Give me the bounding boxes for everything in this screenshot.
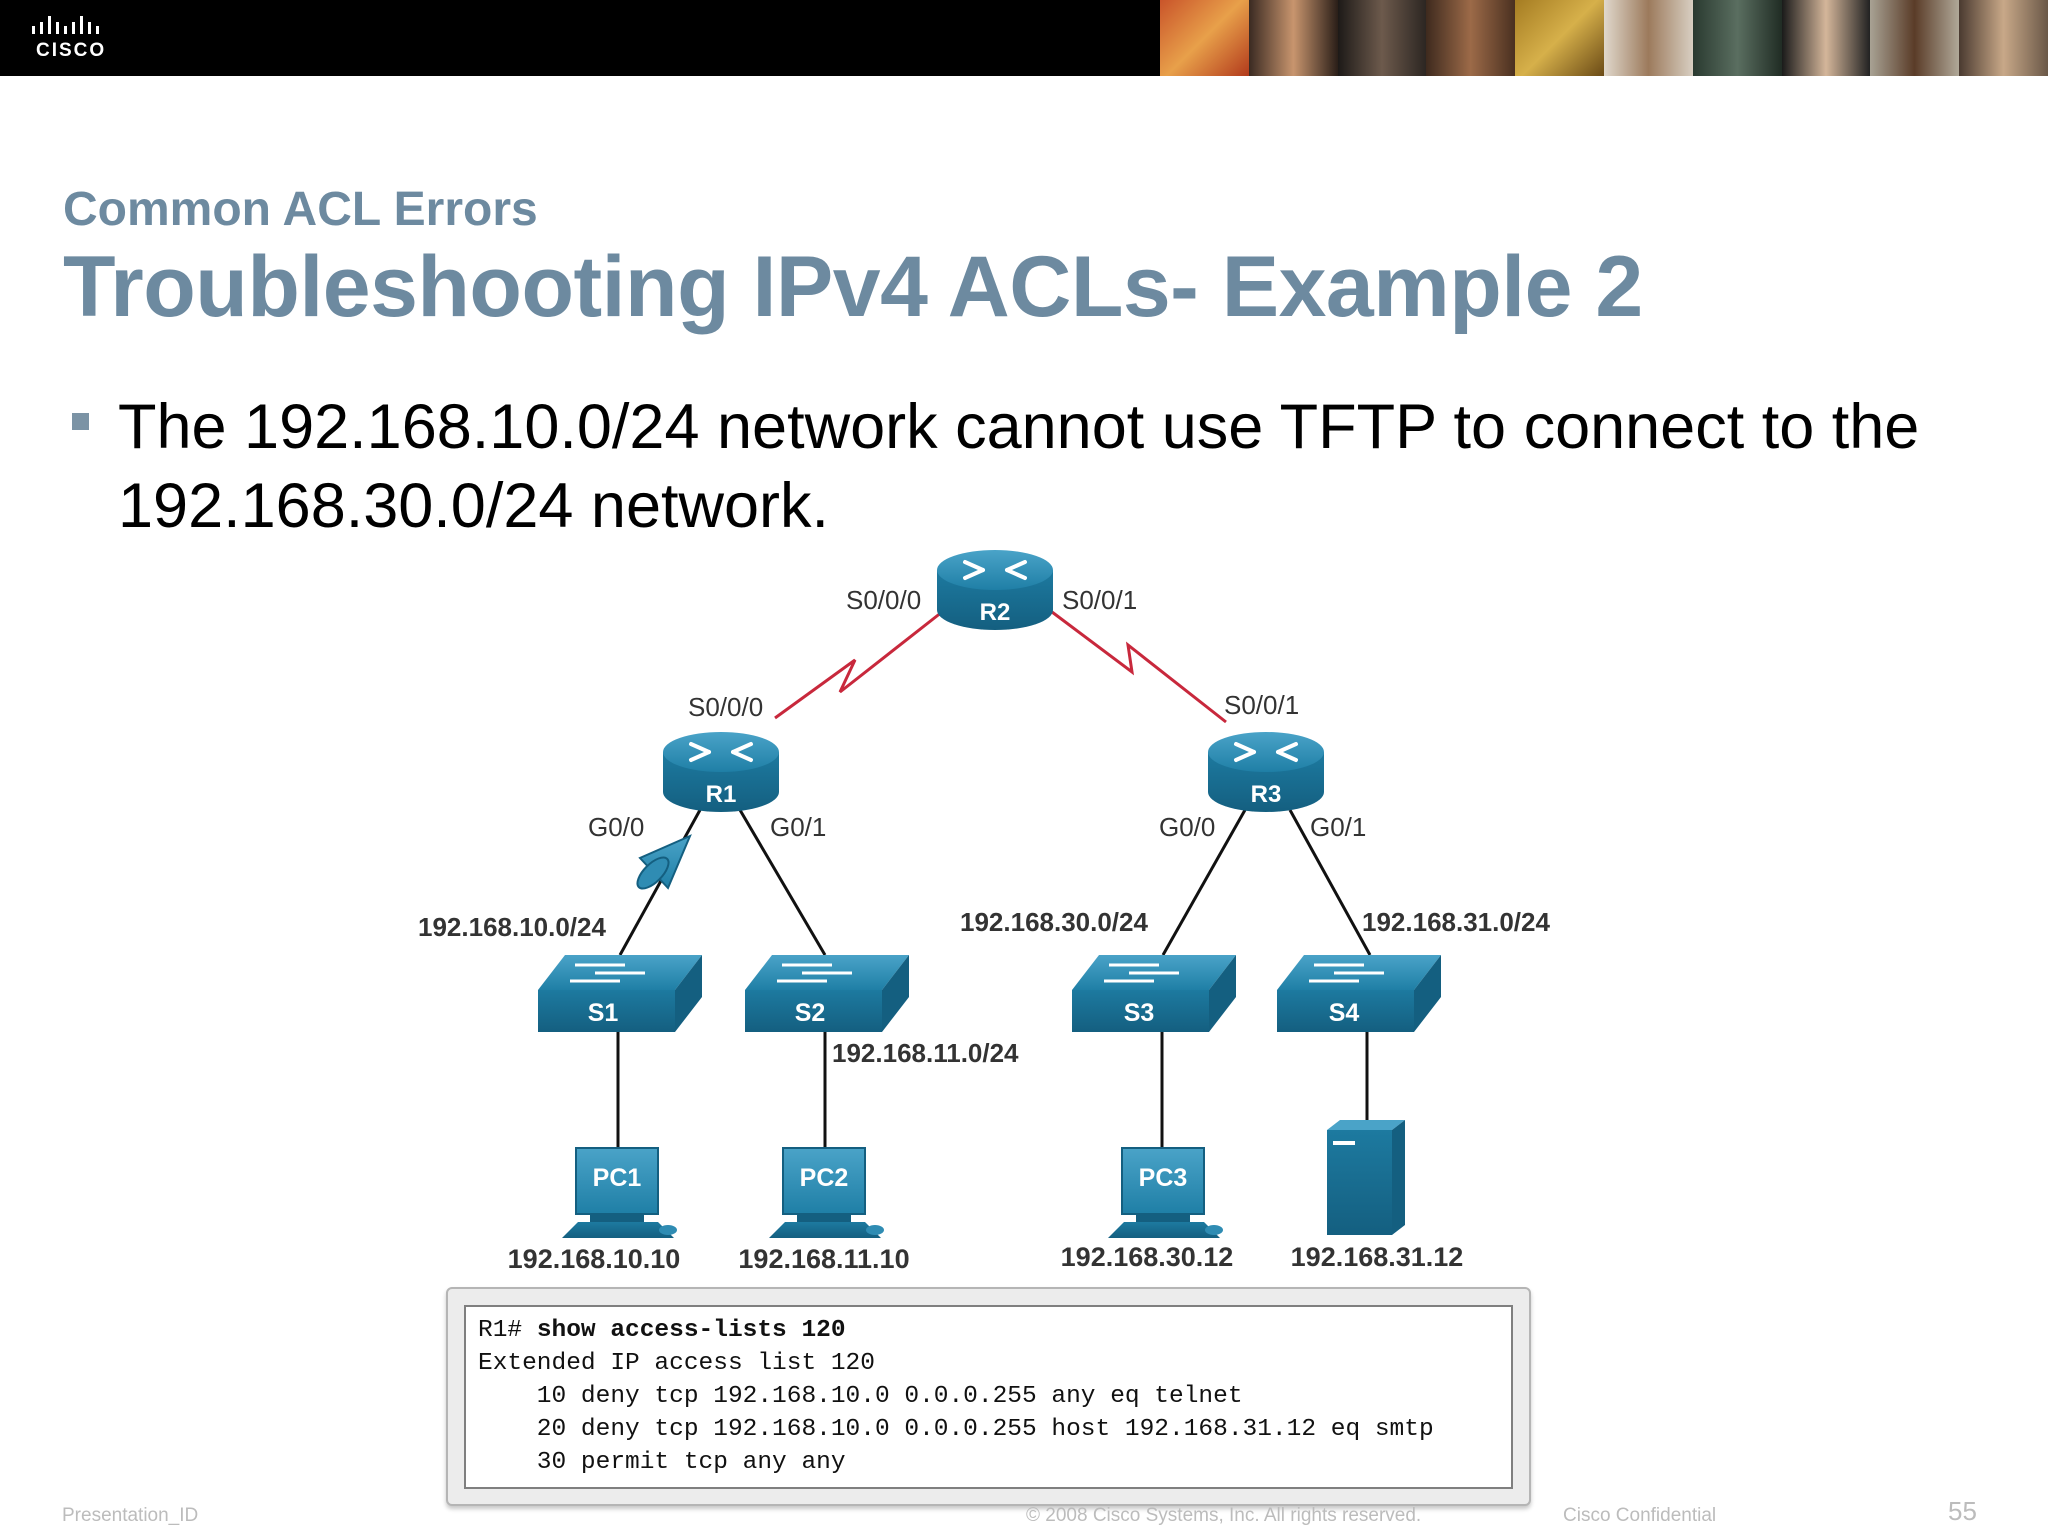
- switch-s1-label: S1: [588, 999, 619, 1027]
- r3-s001-label: S0/0/1: [1224, 690, 1299, 720]
- r1-g01-label: G0/1: [770, 812, 826, 842]
- server-ip-label: 192.168.31.12: [1291, 1242, 1464, 1272]
- router-r1-icon: [663, 732, 779, 812]
- pc3-label: PC3: [1139, 1164, 1188, 1192]
- acl-command-line: R1# show access-lists 120: [478, 1317, 846, 1344]
- server-icon: [1327, 1120, 1405, 1235]
- photo-strip: [1160, 0, 2048, 76]
- r2-s001-label: S0/0/1: [1062, 585, 1137, 615]
- network-label-11: 192.168.11.0/24: [832, 1038, 1019, 1068]
- pc1-ip-label: 192.168.10.10: [508, 1244, 681, 1274]
- footer-presentation-id: Presentation_ID: [62, 1505, 199, 1526]
- router-r2-label: R2: [980, 599, 1011, 626]
- photo-person: [1337, 0, 1427, 76]
- pc2-ip-label: 192.168.11.10: [738, 1244, 909, 1274]
- router-r3-label: R3: [1251, 781, 1282, 808]
- pc1-label: PC1: [593, 1164, 642, 1192]
- bullet-square-icon: [72, 413, 89, 430]
- r3-g01-label: G0/1: [1310, 812, 1366, 842]
- pc2-icon: [769, 1147, 884, 1238]
- serial-link-r2-r3: [1051, 610, 1227, 724]
- router-r1-label: R1: [706, 781, 737, 808]
- switch-s2-label: S2: [795, 999, 826, 1027]
- pc2-label: PC2: [800, 1164, 849, 1192]
- bullet-text: The 192.168.10.0/24 network cannot use T…: [118, 392, 1920, 541]
- pc3-ip-label: 192.168.30.12: [1061, 1242, 1234, 1272]
- acl-output-panel: R1# show access-lists 120 Extended IP ac…: [446, 1287, 1531, 1506]
- switch-s3-icon: [1072, 955, 1236, 1032]
- photo-person: [1426, 0, 1516, 76]
- switch-s2-icon: [745, 955, 909, 1032]
- acl-output-inner: R1# show access-lists 120 Extended IP ac…: [464, 1305, 1513, 1489]
- acl-command: show access-lists 120: [536, 1317, 846, 1344]
- acl-prompt: R1#: [478, 1317, 537, 1344]
- switch-s4-label: S4: [1329, 999, 1360, 1027]
- acl-line: Extended IP access list 120: [478, 1350, 875, 1377]
- switch-s4-icon: [1277, 955, 1441, 1032]
- network-label-30: 192.168.30.0/24: [960, 907, 1148, 937]
- link-r1-s2: [738, 809, 827, 956]
- network-label-31: 192.168.31.0/24: [1362, 907, 1550, 937]
- r2-s000-label: S0/0/0: [846, 585, 921, 615]
- switch-s3-label: S3: [1124, 999, 1155, 1027]
- cisco-wordmark: CISCO: [36, 40, 107, 61]
- router-r2-icon: [937, 550, 1053, 630]
- acl-line: 20 deny tcp 192.168.10.0 0.0.0.255 host …: [478, 1416, 1434, 1443]
- header-bar: CISCO: [0, 0, 2048, 76]
- r1-s000-label: S0/0/0: [688, 692, 763, 722]
- photo-person: [1870, 0, 1960, 76]
- pc1-icon: [562, 1147, 677, 1238]
- link-r1-s1: [618, 809, 702, 956]
- footer-copyright: © 2008 Cisco Systems, Inc. All rights re…: [1026, 1505, 1422, 1526]
- serial-link-r1-r2: [774, 610, 943, 720]
- slide-subtitle: Common ACL Errors: [63, 183, 538, 236]
- photo-person: [1781, 0, 1871, 76]
- footer-confidential: Cisco Confidential: [1563, 1505, 1717, 1526]
- pc3-icon: [1108, 1147, 1223, 1238]
- r1-g00-label: G0/0: [588, 812, 644, 842]
- network-label-10: 192.168.10.0/24: [418, 912, 606, 942]
- photo-person: [1603, 0, 1693, 76]
- slide-title: Troubleshooting IPv4 ACLs- Example 2: [63, 239, 1643, 335]
- link-r3-s4: [1288, 809, 1372, 956]
- page-number: 55: [1948, 1496, 1977, 1526]
- photo-person: [1248, 0, 1338, 76]
- photo-person: [1959, 0, 2048, 76]
- cisco-logo-icon: [32, 16, 99, 34]
- photo-chalkboard: [1692, 0, 1782, 76]
- r3-g00-label: G0/0: [1159, 812, 1215, 842]
- acl-line: 10 deny tcp 192.168.10.0 0.0.0.255 any e…: [478, 1383, 1243, 1410]
- switch-s1-icon: [538, 955, 702, 1032]
- link-r3-s3: [1161, 809, 1247, 956]
- photo-texture: [1515, 0, 1604, 76]
- acl-cone-icon: [636, 834, 692, 890]
- photo-abstract: [1160, 0, 1249, 76]
- acl-line: 30 permit tcp any any: [478, 1449, 846, 1476]
- router-r3-icon: [1208, 732, 1324, 812]
